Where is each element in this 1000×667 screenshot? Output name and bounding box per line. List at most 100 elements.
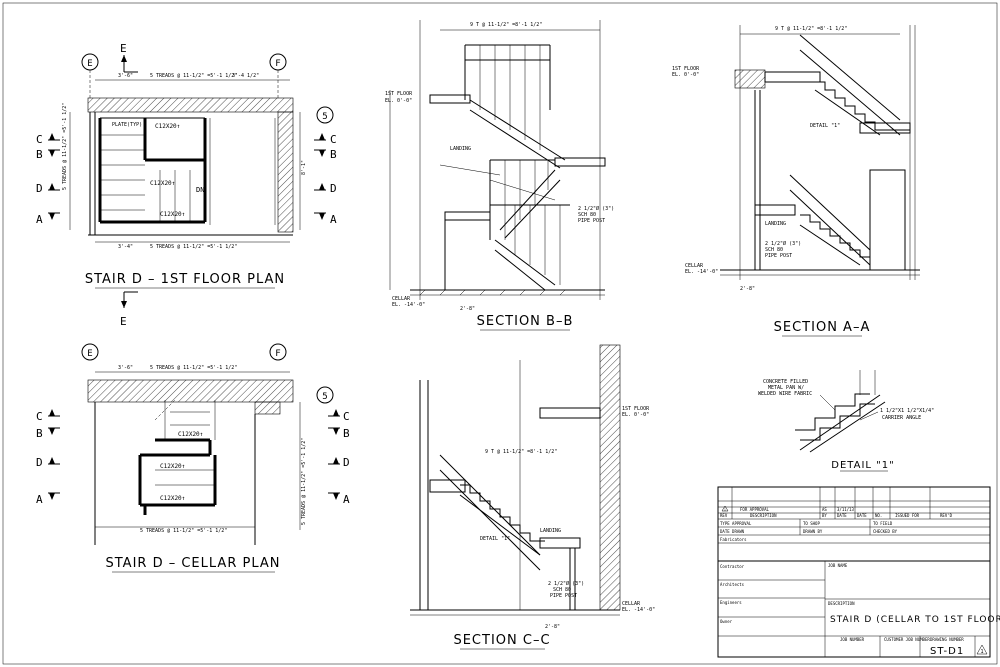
cellar-grid-bubble-f [269, 343, 287, 361]
cc-treads: 9 T @ 11-1/2" =8'-1 1/2" [485, 449, 557, 455]
tb-drawing-number: DRAWING NUMBER [930, 637, 964, 642]
cc-cellar-el: EL. -14'-0" [622, 607, 655, 613]
cellar-mark-b-right: B [343, 427, 350, 440]
bb-sch: SCH 80 [578, 212, 596, 218]
plan1-dim-left: 3'-6" [118, 73, 133, 79]
detail-carrier: CARRIER ANGLE [882, 415, 921, 421]
tb-to-shop: TO SHOP [803, 521, 820, 526]
tb-fabricators: Fabricators [720, 537, 747, 542]
mark-d-left: D [36, 182, 43, 195]
tb-job-name: JOB NAME [828, 563, 848, 568]
cellar-grid-label-f: F [275, 349, 280, 359]
cellar-mark-b-left: B [36, 427, 43, 440]
tb-description: DESCRIPTION [828, 601, 855, 606]
cellar-dim-left: 3'-6" [118, 365, 133, 371]
mark-b-left: B [36, 148, 43, 161]
bb-mid-landing [554, 157, 606, 167]
cellar-grid-bubble-e [81, 343, 99, 361]
tb-to-field: TO FIELD [873, 521, 893, 526]
bb-pipe: PIPE POST [578, 218, 605, 224]
cellar-c12-top: C12X20↑ [178, 431, 203, 438]
section-mark-e-top: E [120, 42, 127, 55]
rev-by-1: AS [822, 507, 827, 512]
cellar-bottom-treads: 5 TREADS @ 11-1/2" =5'-1 1/2" [140, 528, 227, 534]
bb-cellar-label: CELLAR [392, 296, 411, 302]
cellar-mark-c-right: C [343, 410, 350, 423]
hdr-date2: DATE [857, 513, 867, 518]
cc-sch: SCH 80 [553, 587, 571, 593]
section-cc: 1ST FLOOR EL. 0'-0" 9 T @ 11-1/2" =8'-1 … [410, 344, 655, 650]
mark-a-right: A [330, 213, 337, 226]
tb-date-drawn: DATE DRAWN [720, 529, 745, 534]
plan1-plate-label: PLATE(TYP) [112, 122, 142, 128]
aa-floor: 1ST FLOOR [672, 66, 700, 72]
detail-welded: WELDED WIRE FABRIC [758, 391, 812, 397]
aa-pipe-post: 2 1/2"Ø (3") [765, 240, 801, 247]
cc-landing-label: LANDING [540, 528, 561, 534]
tb-owner: Owner [720, 619, 733, 624]
tb-rev-mark: 1 [981, 649, 984, 655]
tb-description-value: STAIR D (CELLAR TO 1ST FLOOR) [830, 615, 1000, 625]
title-block: 1 FOR APPROVAL AS 3/11/13 REV DESCRIPTIO… [717, 486, 1000, 658]
detail-1-title: DETAIL "1" [831, 460, 894, 471]
bb-dim-bottom: 2'-8" [460, 306, 475, 312]
aa-cellar-el: EL. -14'-0" [685, 269, 718, 275]
cellar-top-wall [87, 379, 294, 403]
aa-cellar: CELLAR [685, 263, 704, 269]
aa-sch: SCH 80 [765, 247, 783, 253]
section-bb: 1ST FLOOR EL. 0'-0" CELLAR EL. -14'-0" 9… [385, 20, 614, 331]
mark-b-right: B [330, 148, 337, 161]
plan1-dn-label: DN [196, 186, 204, 194]
aa-dim: 2'-8" [740, 286, 755, 292]
cellar-mark-d-right: D [343, 456, 350, 469]
cc-pipe-post: 2 1/2"Ø (3") [548, 580, 584, 587]
cellar-mark-d-left: D [36, 456, 43, 469]
cellar-side-treads: 5 TREADS @ 11-1/2" =5'-1 1/2" [301, 438, 307, 525]
rev-desc-1: FOR APPROVAL [740, 507, 769, 512]
hdr-date: DATE [837, 513, 847, 518]
cc-el: EL. 0'-0" [622, 412, 649, 418]
aa-el: EL. 0'-0" [672, 72, 699, 78]
tb-drawing-number-value: ST-D1 [930, 646, 964, 657]
hdr-description: DESCRIPTION [750, 513, 777, 518]
plan1-bottom-treads: 5 TREADS @ 11-1/2" =5'-1 1/2" [150, 244, 237, 250]
plan1-side-dim: 8'-1" [301, 160, 307, 175]
bb-floor-label: 1ST FLOOR [385, 91, 413, 97]
plan1-c12-mid: C12X20↑ [150, 180, 175, 187]
hdr-by: BY [822, 513, 827, 518]
bb-el-label: EL. 0'-0" [385, 98, 412, 104]
cellar-mark-a-right: A [343, 493, 350, 506]
aa-treads: 9 T @ 11-1/2" =8'-1 1/2" [775, 26, 847, 32]
section-cc-title: SECTION C–C [453, 633, 550, 648]
tb-checked-by: CHECKED BY [873, 529, 898, 534]
aa-pipe: PIPE POST [765, 253, 792, 259]
first-floor-plan: E F 5 E 3'-6" 5 TREADS @ 11-1/2" =5'-1 1… [36, 42, 337, 328]
grid-label-5: 5 [322, 112, 327, 122]
plan1-bottom-dim-left: 3'-4" [118, 244, 133, 250]
plan1-title: STAIR D – 1ST FLOOR PLAN [85, 272, 285, 287]
cellar-grid-label-e: E [87, 349, 92, 359]
hdr-rev: REV [720, 513, 728, 518]
cellar-c12-mid: C12X20↑ [160, 463, 185, 470]
grid-label-f: F [275, 59, 280, 69]
bb-treads-top: 9 T @ 11-1/2" =8'-1 1/2" [470, 22, 542, 28]
cellar-section-marks-left: C B D A [36, 409, 60, 506]
plan1-c12-bottom: C12X20↑ [160, 211, 185, 218]
cellar-c12-bottom: C12X20↑ [160, 495, 185, 502]
plan1-top-wall [87, 97, 294, 113]
cellar-grid-label-5: 5 [322, 392, 327, 402]
tb-job-number: JOB NUMBER [840, 637, 865, 642]
tb-engineers: Engineers [720, 600, 742, 605]
cc-landing [539, 537, 581, 549]
bb-cellar-el: EL. -14'-0" [392, 302, 425, 308]
cc-pipe: PIPE POST [550, 593, 577, 599]
plan1-c12-top: C12X20↑ [155, 123, 180, 130]
aa-landing: LANDING [765, 221, 786, 227]
bb-landing: LANDING [450, 146, 471, 152]
plan1-right-wall [277, 111, 294, 233]
tb-customer-job: CUSTOMER JOB NUMBER [884, 637, 930, 642]
detail-metal-pan: METAL PAN W/ [768, 385, 804, 391]
plan1-dim-right: 3'-4 1/2" [232, 73, 259, 79]
